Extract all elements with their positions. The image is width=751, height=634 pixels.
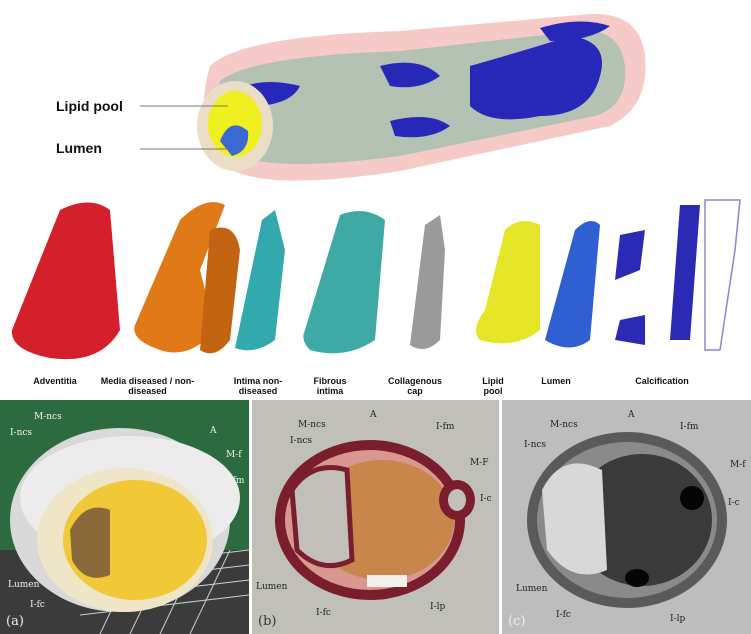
lipid-shape bbox=[476, 221, 540, 343]
c-label-ifc: I-fc bbox=[556, 610, 571, 620]
panel-b: M-ncs A I-ncs I-fm M-F I-c Lumen I-fc I-… bbox=[252, 400, 499, 634]
label-lipid-pool: Lipid pool bbox=[56, 98, 123, 114]
b-label-ifm: I-fm bbox=[436, 422, 454, 432]
b-label-ic: I-c bbox=[480, 494, 492, 504]
c-label-ic: I-c bbox=[728, 498, 740, 508]
calcification-shape-2 bbox=[615, 315, 645, 345]
c-label-ifm: I-fm bbox=[680, 422, 698, 432]
b-label-lumen: Lumen bbox=[256, 582, 287, 592]
a-label-mncs: M-ncs bbox=[34, 412, 62, 422]
calcification-shape-1 bbox=[615, 230, 645, 280]
b-label-ilp: I-lp bbox=[430, 602, 445, 612]
a-label-a: A bbox=[210, 426, 217, 436]
label-media: Media diseased / non-diseased bbox=[100, 376, 195, 396]
vessel-3d-model bbox=[140, 6, 660, 196]
intima-shape bbox=[235, 210, 285, 350]
b-label-a: A bbox=[370, 410, 377, 420]
collagenous-shape bbox=[410, 215, 445, 349]
a-label-ifm: I-fm bbox=[226, 476, 244, 486]
a-label-lumen: Lumen bbox=[8, 580, 39, 590]
a-label-mf: M-f bbox=[226, 450, 242, 460]
panel-c-letter: (c) bbox=[508, 614, 525, 629]
c-label-mncs: M-ncs bbox=[550, 420, 578, 430]
lumen-shape bbox=[545, 221, 600, 348]
label-lumen: Lumen bbox=[56, 140, 102, 156]
label-collagenous: Collagenous cap bbox=[380, 376, 450, 396]
label-lumen-comp: Lumen bbox=[536, 376, 576, 386]
c-label-a: A bbox=[628, 410, 635, 420]
histology-lumen bbox=[292, 468, 352, 566]
calcification-shape-3 bbox=[670, 205, 700, 340]
b-label-mf: M-F bbox=[470, 458, 489, 468]
panel-c: M-ncs A I-ncs I-fm M-f I-c Lumen I-fc I-… bbox=[502, 400, 751, 634]
label-intima: Intima non-diseased bbox=[228, 376, 288, 396]
c-label-incs: I-ncs bbox=[524, 440, 546, 450]
calcification-mesh bbox=[705, 200, 740, 350]
panel-a: M-ncs I-ncs A M-f I-fm Lumen I-fc (a) bbox=[0, 400, 249, 634]
c-label-mf: M-f bbox=[730, 460, 746, 470]
a-label-incs: I-ncs bbox=[10, 428, 32, 438]
c-label-ilp: I-lp bbox=[670, 614, 685, 624]
c-label-lumen: Lumen bbox=[516, 584, 547, 594]
label-lipid: Lipid pool bbox=[478, 376, 508, 396]
label-calcification: Calcification bbox=[622, 376, 702, 386]
component-shapes bbox=[0, 190, 751, 370]
panel-a-letter: (a) bbox=[6, 614, 24, 629]
b-label-incs: I-ncs bbox=[290, 436, 312, 446]
b-label-ifc: I-fc bbox=[316, 608, 331, 618]
label-fibrous: Fibrous intima bbox=[305, 376, 355, 396]
a-label-ifc: I-fc bbox=[30, 600, 45, 610]
panel-b-letter: (b) bbox=[258, 614, 276, 629]
label-adventitia: Adventitia bbox=[20, 376, 90, 386]
adventitia-shape bbox=[12, 203, 120, 360]
fibrous-shape bbox=[303, 211, 385, 353]
b-label-mncs: M-ncs bbox=[298, 420, 326, 430]
